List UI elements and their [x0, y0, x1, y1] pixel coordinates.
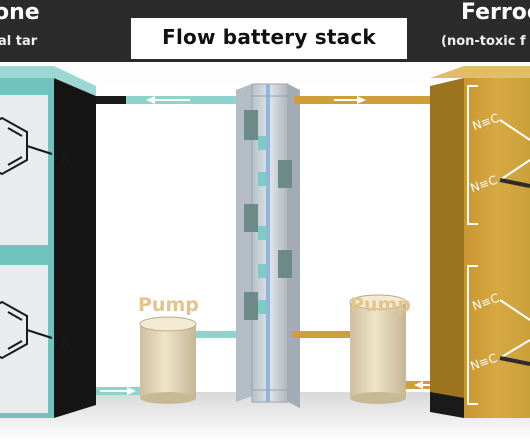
right-pipes — [292, 96, 434, 389]
right-tank-base-shadow — [430, 392, 464, 418]
right-tank-title: Ferroc — [461, 0, 530, 25]
right-pump-base — [350, 392, 406, 404]
stack-membrane — [266, 84, 270, 402]
left-molecule-top — [0, 116, 53, 176]
ferro-complex-bottom — [467, 265, 530, 405]
stack-tab — [258, 136, 266, 150]
left-tank-side — [54, 78, 96, 418]
right-pump — [349, 294, 407, 404]
title-box: Flow battery stack — [131, 18, 407, 59]
left-tank-panel-bottom — [0, 265, 48, 413]
stack-right-plate — [288, 84, 300, 408]
stack-tab — [278, 160, 292, 188]
substituent-label-bottom: R — [60, 333, 71, 352]
left-top-arrow-head — [146, 96, 155, 104]
left-molecule-bottom — [0, 300, 53, 360]
stack-tab — [278, 250, 292, 278]
left-top-pipe-dark — [96, 96, 126, 104]
stack-tab — [258, 226, 266, 240]
left-bottom-arrow-head — [127, 387, 136, 395]
stack-tab — [258, 264, 266, 278]
right-tank-side — [430, 78, 464, 418]
ferro-complex-top — [467, 85, 530, 225]
right-pump-cap — [349, 294, 407, 310]
left-pump-cap — [139, 316, 197, 332]
left-pump — [139, 316, 197, 404]
left-tank — [0, 66, 96, 418]
left-tank-title: one — [0, 0, 40, 25]
stack-tab — [244, 204, 258, 232]
stack-tab — [244, 110, 258, 140]
stack-left-plate — [236, 84, 252, 402]
left-tank-subtitle: al tar — [0, 34, 38, 49]
left-pipes — [96, 96, 250, 395]
left-pump-body — [140, 324, 196, 398]
left-pump-outlet-pipe — [196, 331, 250, 338]
left-pump-base — [140, 392, 196, 404]
right-pump-outlet-pipe — [292, 331, 352, 338]
left-pump-label: Pump — [138, 294, 199, 316]
flow-battery-stack — [236, 83, 300, 408]
right-tank-top — [430, 66, 530, 78]
right-pump-body — [350, 302, 406, 398]
left-tank-top — [0, 66, 96, 96]
stack-tab — [258, 300, 266, 314]
right-bottom-arrow-head — [414, 381, 423, 389]
right-pump-label: Pump — [350, 294, 411, 316]
stack-tab — [258, 172, 266, 186]
substituent-label-top: R — [60, 149, 71, 168]
right-tank-subtitle: (non-toxic f — [441, 34, 526, 49]
diagram-title: Flow battery stack — [162, 25, 376, 49]
right-top-arrow-head — [357, 96, 366, 104]
stack-tab — [244, 292, 258, 320]
